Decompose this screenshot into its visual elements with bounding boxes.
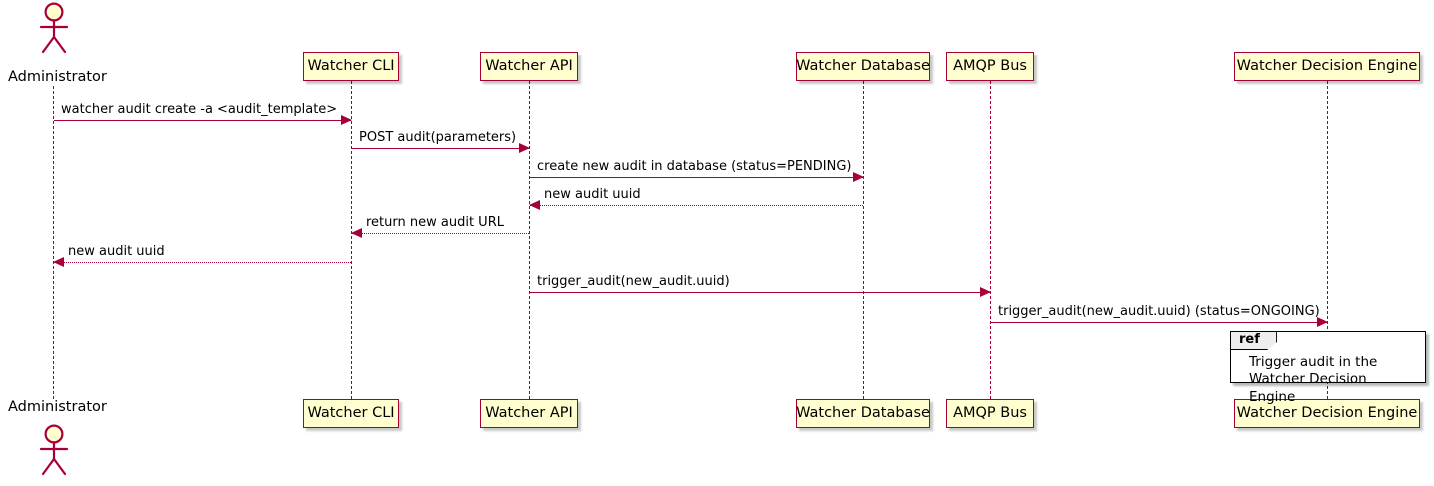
message-label: new audit uuid — [68, 243, 165, 259]
message-line — [352, 233, 529, 234]
arrowhead-left-icon — [53, 257, 64, 267]
participant-watcher-decision-engine-bottom[interactable]: Watcher Decision Engine — [1234, 399, 1420, 428]
ref-fragment-text: Trigger audit in the Watcher Decision En… — [1249, 354, 1378, 405]
participant-watcher-cli-bottom[interactable]: Watcher CLI — [303, 399, 399, 428]
message-line — [530, 205, 863, 206]
arrowhead-right-icon — [980, 287, 991, 297]
arrowhead-right-icon — [853, 172, 864, 182]
message-label: new audit uuid — [544, 186, 641, 202]
lifeline-watcher-decision-engine — [1327, 81, 1328, 399]
participant-watcher-database-top[interactable]: Watcher Database — [796, 52, 930, 81]
actor-figure-icon — [39, 2, 69, 54]
message-label: POST audit(parameters) — [359, 129, 517, 145]
participant-watcher-api-top[interactable]: Watcher API — [480, 52, 578, 81]
message-line — [530, 177, 863, 178]
message-line — [530, 292, 990, 293]
actor-administrator-bottom — [31, 424, 77, 480]
lifeline-watcher-cli — [351, 81, 352, 399]
ref-fragment: ref Trigger audit in the Watcher Decisio… — [1230, 331, 1426, 405]
participant-watcher-database-bottom[interactable]: Watcher Database — [796, 399, 930, 428]
actor-label-administrator-top: Administrator — [8, 69, 107, 85]
message-label: return new audit URL — [366, 214, 504, 230]
arrowhead-right-icon — [1317, 317, 1328, 327]
arrowhead-left-icon — [351, 228, 362, 238]
participant-watcher-decision-engine-top[interactable]: Watcher Decision Engine — [1234, 52, 1420, 81]
lifeline-watcher-database — [863, 81, 864, 399]
participant-amqp-bus-top[interactable]: AMQP Bus — [946, 52, 1034, 81]
lifeline-amqp-bus — [990, 81, 991, 399]
arrowhead-right-icon — [519, 143, 530, 153]
actor-figure-icon — [39, 424, 69, 476]
message-line — [352, 148, 529, 149]
message-line — [54, 262, 351, 263]
participant-watcher-cli-top[interactable]: Watcher CLI — [303, 52, 399, 81]
message-label: trigger_audit(new_audit.uuid) (status=ON… — [998, 303, 1320, 319]
message-label: watcher audit create -a <audit_template> — [61, 101, 338, 117]
lifeline-watcher-api — [529, 81, 530, 399]
lifeline-administrator — [53, 86, 54, 399]
actor-label-administrator-bottom: Administrator — [8, 399, 107, 415]
actor-administrator-top — [31, 2, 77, 58]
message-line — [54, 120, 351, 121]
ref-fragment-tag: ref — [1231, 332, 1277, 351]
message-line — [991, 322, 1327, 323]
message-label: create new audit in database (status=PEN… — [537, 158, 852, 174]
arrowhead-right-icon — [341, 115, 352, 125]
arrowhead-left-icon — [529, 200, 540, 210]
participant-watcher-api-bottom[interactable]: Watcher API — [480, 399, 578, 428]
message-label: trigger_audit(new_audit.uuid) — [537, 273, 730, 289]
participant-amqp-bus-bottom[interactable]: AMQP Bus — [946, 399, 1034, 428]
